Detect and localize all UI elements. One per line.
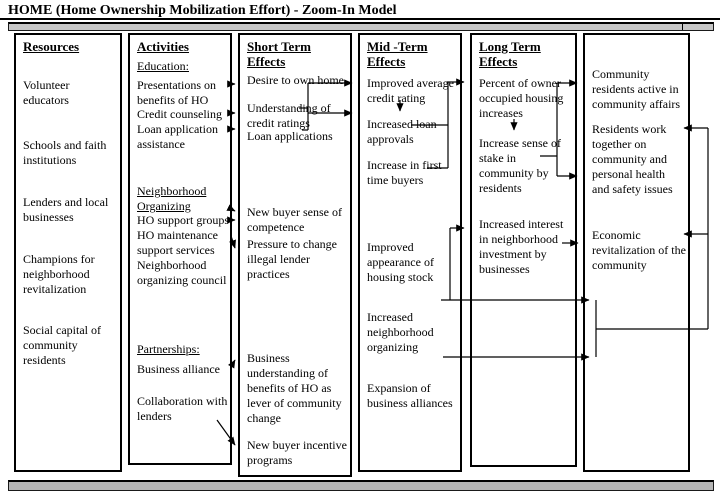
short-term-column-box: Short Term Effects Desire to own home Un… xyxy=(238,33,352,477)
resources-column-box: Resources Volunteer educators Schools an… xyxy=(14,33,122,472)
increased-loan-approvals: Increased loan approvals xyxy=(367,117,437,146)
housing-stock-appearance: Improved appearance of housing stock xyxy=(367,240,434,284)
partnerships-subheader: Partnerships: xyxy=(137,342,200,356)
community-residents-active: Community residents active in community … xyxy=(592,67,681,111)
loan-application-assistance: Loan application assistance xyxy=(137,122,218,151)
lenders-local-businesses: Lenders and local businesses xyxy=(23,195,109,224)
new-buyer-competence: New buyer sense of competence xyxy=(247,205,342,234)
scrollbar-button-divider xyxy=(682,24,683,30)
outcomes-column-box: Community residents active in community … xyxy=(583,33,690,472)
short-term-header: Short Term Effects xyxy=(247,39,311,69)
residents-work-together: Residents work together on community and… xyxy=(592,122,673,196)
business-alliance: Business alliance xyxy=(137,362,220,376)
activities-column-box: Activities Education: Presentations on b… xyxy=(128,33,232,465)
new-buyer-incentive-programs: New buyer incentive programs xyxy=(247,438,347,467)
understanding-credit-ratings: Understanding of credit ratings xyxy=(247,101,331,130)
ho-support-groups: HO support groups xyxy=(137,213,229,227)
economic-revitalization: Economic revitalization of the community xyxy=(592,228,686,272)
long-term-column-box: Long Term Effects Percent of owner occup… xyxy=(470,33,577,467)
schools-faith-institutions: Schools and faith institutions xyxy=(23,138,107,167)
credit-counseling: Credit counseling xyxy=(137,107,222,121)
page-title: HOME (Home Ownership Mobilization Effort… xyxy=(8,3,397,18)
mid-term-header: Mid -Term Effects xyxy=(367,39,428,69)
volunteer-educators: Volunteer educators xyxy=(23,78,70,107)
resources-header: Resources xyxy=(23,39,80,54)
increased-neighborhood-organizing: Increased neighborhood organizing xyxy=(367,310,434,354)
bottom-scrollbar[interactable] xyxy=(8,480,714,491)
neighborhood-organizing-subheader: Neighborhood Organizing xyxy=(137,184,207,213)
neighborhood-organizing-council: Neighborhood organizing council xyxy=(137,258,227,287)
education-subheader: Education: xyxy=(137,59,189,73)
activities-header: Activities xyxy=(137,39,189,54)
ho-maintenance-services: HO maintenance support services xyxy=(137,228,218,257)
owner-occupied-increase: Percent of owner occupied housing increa… xyxy=(479,76,564,120)
loan-applications: Loan applications xyxy=(247,129,333,143)
long-term-header: Long Term Effects xyxy=(479,39,541,69)
champions-neighborhood: Champions for neighborhood revitalizatio… xyxy=(23,252,95,296)
top-scrollbar[interactable] xyxy=(8,22,714,31)
first-time-buyers: Increase in first time buyers xyxy=(367,158,442,187)
pressure-illegal-lender: Pressure to change illegal lender practi… xyxy=(247,237,337,281)
desire-own-home: Desire to own home xyxy=(247,73,344,87)
sense-of-stake: Increase sense of stake in community by … xyxy=(479,136,561,195)
improved-credit-rating: Improved average credit rating xyxy=(367,76,454,105)
title-divider xyxy=(0,18,720,20)
presentations-benefits: Presentations on benefits of HO xyxy=(137,78,216,107)
business-understanding-ho: Business understanding of benefits of HO… xyxy=(247,351,342,425)
neighborhood-investment-interest: Increased interest in neighborhood inves… xyxy=(479,217,564,276)
expansion-business-alliances: Expansion of business alliances xyxy=(367,381,453,410)
collaboration-lenders: Collaboration with lenders xyxy=(137,394,228,423)
social-capital: Social capital of community residents xyxy=(23,323,101,367)
mid-term-column-box: Mid -Term Effects Improved average credi… xyxy=(358,33,462,472)
